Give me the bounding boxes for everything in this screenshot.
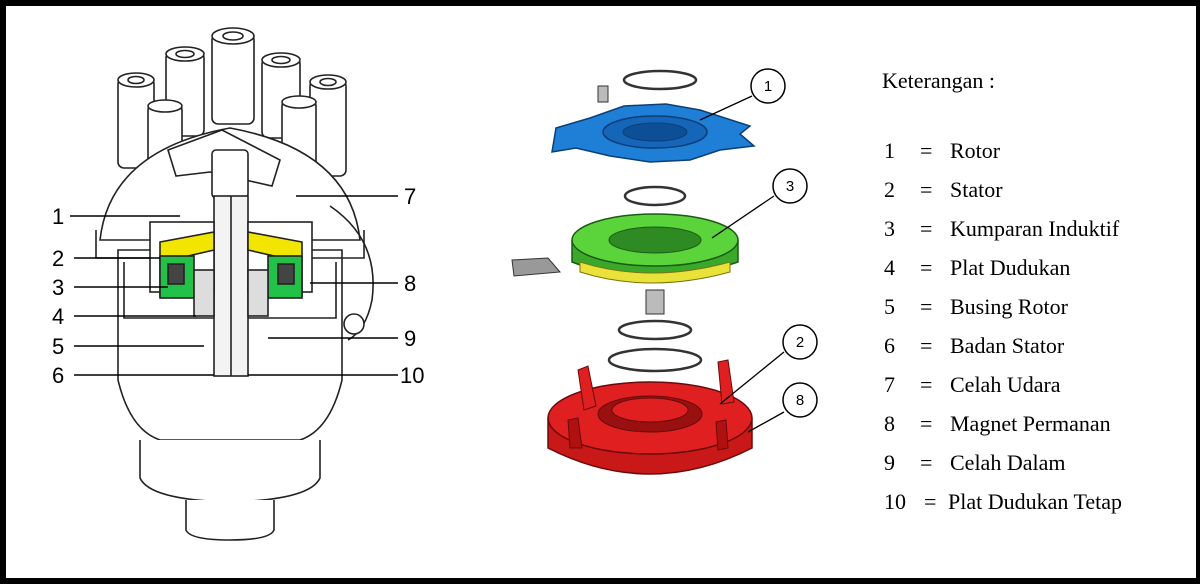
ring-lower [607, 347, 703, 373]
callout-left-5: 5 [52, 334, 64, 359]
legend-panel: Keterangan : 1 = Rotor 2 = Stator 3 = Kumparan… [856, 58, 1196, 528]
snap-ring [623, 185, 687, 207]
left-leader-lines [70, 195, 398, 376]
legend-title: Keterangan : [882, 68, 995, 93]
cap-tower [211, 33, 255, 125]
legend-label: Stator [950, 177, 1003, 202]
legend-number: 4 [884, 255, 895, 280]
callout-right-8: 8 [796, 392, 804, 409]
callout-left-2: 2 [52, 246, 64, 271]
legend-item: 4 = Plat Dudukan [884, 255, 1070, 281]
legend-item: 8 = Magnet Permanan [884, 411, 1111, 437]
callout-right-3: 3 [786, 178, 794, 195]
legend-label: Magnet Permanan [950, 411, 1111, 436]
legend-item: 6 = Badan Stator [884, 333, 1064, 359]
rotor-blue [551, 103, 756, 163]
legend-number: 5 [884, 294, 895, 319]
legend-label: Badan Stator [950, 333, 1065, 358]
right-callouts: 1 3 2 8 [750, 68, 818, 418]
legend-item: 1 = Rotor [884, 138, 1000, 164]
callout-right-2: 2 [796, 334, 804, 351]
legend-equals: = [920, 333, 933, 358]
legend-label: Celah Udara [950, 372, 1061, 397]
legend-equals: = [920, 138, 933, 163]
coil-green [511, 213, 739, 315]
callout-right-1: 1 [764, 78, 772, 95]
legend-number: 6 [884, 333, 895, 358]
legend-equals: = [920, 216, 933, 241]
legend-item: 7 = Celah Udara [884, 372, 1061, 398]
legend-number: 7 [884, 372, 895, 397]
legend-number: 8 [884, 411, 895, 436]
legend-number: 1 [884, 138, 895, 163]
legend-equals: = [920, 177, 933, 202]
legend-equals: = [920, 450, 933, 475]
distributor-cutaway [95, 27, 374, 541]
callout-left-3: 3 [52, 275, 64, 300]
callout-left-7: 7 [404, 184, 416, 209]
legend-equals: = [920, 411, 933, 436]
legend-item: 5 = Busing Rotor [884, 294, 1068, 320]
ring-mid [617, 319, 693, 341]
legend-number: 10 [884, 489, 906, 514]
callout-left-6: 6 [52, 363, 64, 388]
legend-equals: = [924, 489, 937, 514]
legend-label: Kumparan Induktif [950, 216, 1120, 241]
legend-label: Plat Dudukan [950, 255, 1071, 280]
callout-left-1: 1 [52, 204, 64, 229]
legend-number: 2 [884, 177, 895, 202]
legend-label: Celah Dalam [950, 450, 1066, 475]
legend-item: 3 = Kumparan Induktif [884, 216, 1119, 242]
callout-left-10: 10 [400, 363, 424, 388]
left-callouts: 1 2 3 4 5 6 7 8 9 10 [52, 184, 424, 388]
legend-equals: = [920, 255, 933, 280]
legend-item: 2 = Stator [884, 177, 1003, 203]
legend-equals: = [920, 294, 933, 319]
legend-item: 9 = Celah Dalam [884, 450, 1065, 476]
legend-number: 3 [884, 216, 895, 241]
callout-left-4: 4 [52, 304, 64, 329]
ring-top [622, 69, 698, 91]
legend-label: Rotor [950, 138, 1001, 163]
legend-label: Plat Dudukan Tetap [948, 489, 1123, 514]
right-leader-lines [699, 95, 785, 433]
callout-left-8: 8 [404, 271, 416, 296]
exploded-view [511, 69, 756, 475]
legend-equals: = [920, 372, 933, 397]
legend-label: Busing Rotor [950, 294, 1068, 319]
callout-left-9: 9 [404, 326, 416, 351]
legend-item: 10 = Plat Dudukan Tetap [884, 489, 1122, 515]
legend-number: 9 [884, 450, 895, 475]
stator-red [547, 359, 753, 475]
